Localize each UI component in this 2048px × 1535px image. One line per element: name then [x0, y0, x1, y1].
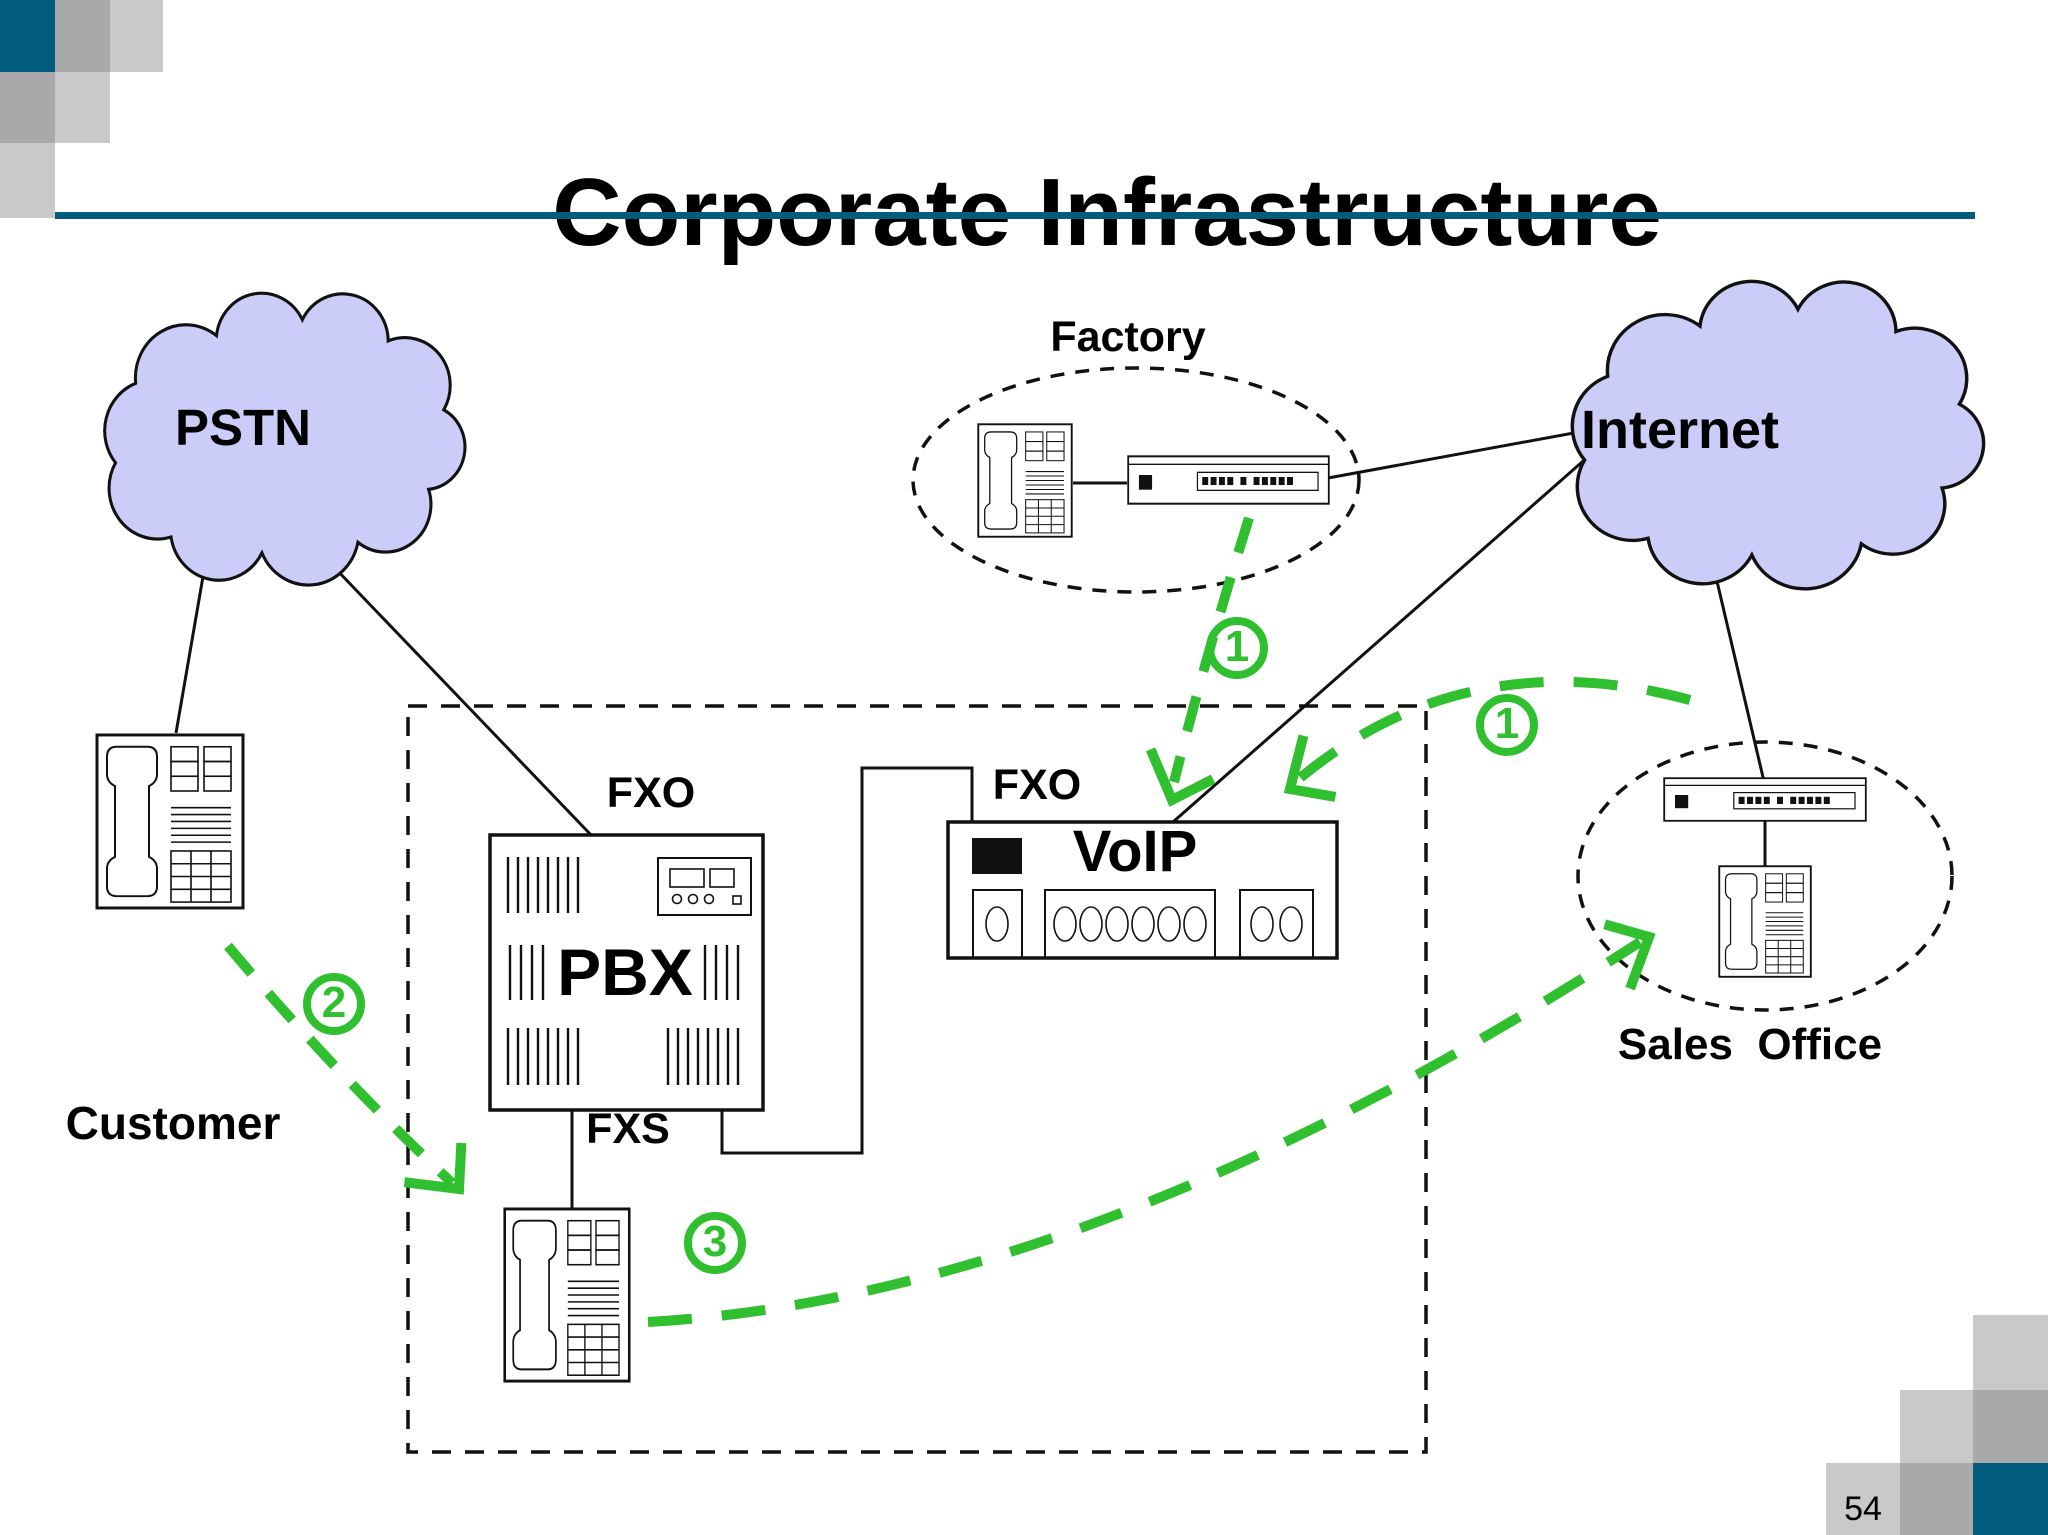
sales-phone-icon — [1718, 865, 1812, 978]
factory-router-icon — [1127, 455, 1330, 505]
arrowhead-customer-to-phone — [403, 1142, 467, 1195]
line-pbx-voip-trunk — [720, 766, 974, 1155]
pbx-label: PBX — [557, 935, 693, 1009]
arrowhead-phone-to-sales — [1603, 919, 1656, 991]
line-pstn-pbx — [330, 563, 594, 838]
factory-label: Factory — [1050, 313, 1206, 361]
line-factoryrouter-internet — [1327, 428, 1591, 480]
decor-square — [55, 0, 110, 72]
customer-label: Customer — [65, 1097, 281, 1149]
decor-square — [1900, 1390, 1973, 1463]
decor-square — [1973, 1315, 2048, 1390]
pstn-cloud-label: PSTN — [174, 399, 312, 456]
step-marker-outbound-call: 3 — [684, 1212, 746, 1274]
decor-square — [0, 72, 55, 143]
sales-router-icon — [1663, 777, 1867, 822]
pbx-fxo-port-label: FXO — [606, 769, 696, 817]
line-pstn-customer — [174, 564, 207, 734]
decor-square — [0, 0, 55, 72]
step-marker-factory-call: 1 — [1206, 617, 1268, 679]
connection-lines — [174, 428, 1768, 1208]
factory-boundary-ellipse — [911, 366, 1361, 594]
line-internet-salesrouter — [1710, 559, 1768, 791]
decor-square — [0, 143, 55, 218]
decor-square — [1900, 1463, 1973, 1535]
sales-office-label: Sales Office — [1617, 1020, 1883, 1069]
arrow-customer-to-phone — [224, 942, 456, 1187]
voip-fxo-port-label: FXO — [992, 761, 1082, 809]
decor-square — [55, 72, 110, 143]
internet-cloud-label: Internet — [1580, 400, 1780, 460]
title-underline — [55, 212, 1975, 219]
customer-phone-icon — [95, 733, 245, 910]
voip-gateway-box — [946, 820, 1339, 960]
pbx-fxs-port-label: FXS — [586, 1105, 670, 1153]
pbx-box — [488, 833, 765, 1112]
voip-ports — [985, 906, 1303, 942]
arrow-phone-to-sales — [647, 937, 1643, 1327]
corporate-boundary-box — [406, 704, 1428, 1454]
decor-square — [1973, 1463, 2048, 1535]
step-marker-customer-call: 2 — [303, 973, 365, 1035]
arrowhead-sales-to-voip — [1283, 734, 1337, 802]
decor-square — [110, 0, 163, 72]
voip-display — [972, 838, 1022, 874]
pbx-vents — [506, 857, 740, 1085]
page-number: 54 — [1844, 1490, 1882, 1528]
decor-square — [1973, 1390, 2048, 1463]
voip-gateway-label: VoIP — [1072, 819, 1198, 884]
internal-phone-icon — [503, 1207, 631, 1383]
factory-phone-icon — [977, 423, 1073, 538]
sales-office-boundary-ellipse — [1576, 740, 1954, 1012]
decor-square — [1826, 1463, 1900, 1535]
pbx-control-panel — [657, 857, 752, 916]
step-marker-sales-call: 1 — [1476, 694, 1538, 756]
line-internet-voip — [1172, 453, 1591, 824]
arrowhead-factory-to-voip — [1146, 747, 1216, 807]
